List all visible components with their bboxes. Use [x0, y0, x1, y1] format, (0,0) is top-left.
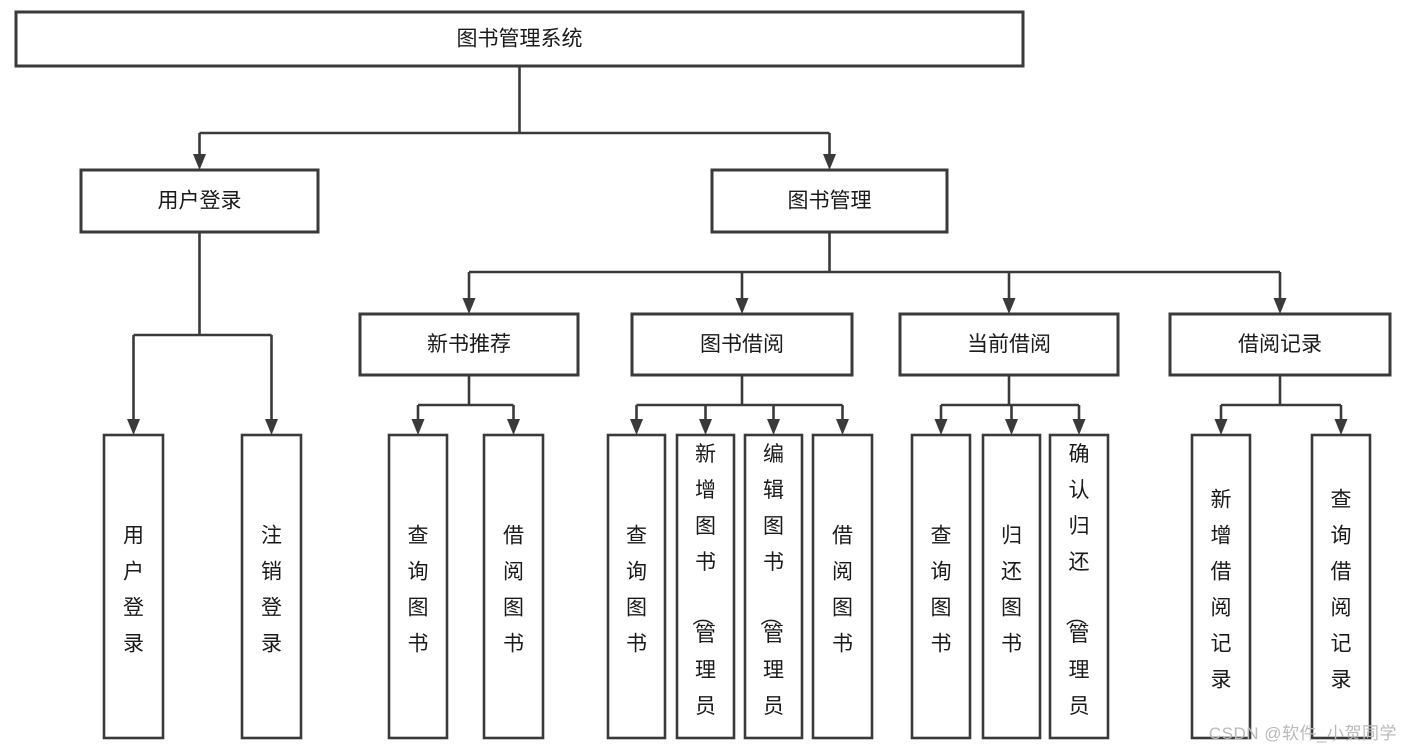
- node-label: 用户登录: [123, 525, 144, 656]
- arrow-head-icon: [1072, 419, 1086, 435]
- node-box[interactable]: [606, 433, 667, 740]
- node-label: 图书借阅: [700, 333, 784, 356]
- node-box[interactable]: [1310, 433, 1372, 740]
- arrow-head-icon: [1005, 419, 1018, 435]
- arrow-head-icon: [411, 419, 425, 435]
- node-label: 图书管理系统: [457, 28, 583, 51]
- node-label: 新增图书（管理员）: [690, 443, 716, 747]
- arrow-head-icon: [1334, 419, 1348, 435]
- node-new-book-rec[interactable]: 新书推荐: [358, 312, 580, 377]
- node-current-borrow[interactable]: 当前借阅: [898, 312, 1120, 377]
- node-leaf-add-record[interactable]: 新增借阅记录: [1190, 433, 1252, 740]
- node-leaf-user-login[interactable]: 用户登录: [102, 433, 165, 740]
- node-box[interactable]: [898, 312, 1120, 377]
- arrow-head-icon: [462, 298, 476, 314]
- node-box[interactable]: [1048, 433, 1110, 740]
- node-label: 借阅图书: [503, 525, 524, 656]
- node-box[interactable]: [910, 433, 972, 740]
- node-leaf-query-book-cur[interactable]: 查询图书: [910, 433, 972, 740]
- node-box[interactable]: [630, 312, 854, 377]
- node-box[interactable]: [482, 433, 545, 740]
- node-leaf-confirm-return[interactable]: 确认归还（管理员）: [1048, 433, 1110, 747]
- node-box[interactable]: [1168, 312, 1392, 377]
- arrow-head-icon: [735, 298, 749, 314]
- arrow-head-icon: [767, 419, 780, 435]
- arrow-head-icon: [1002, 298, 1016, 314]
- node-leaf-edit-book[interactable]: 编辑图书（管理员）: [743, 433, 804, 747]
- node-box[interactable]: [675, 433, 736, 740]
- node-box[interactable]: [1190, 433, 1252, 740]
- node-leaf-query-book-borrow[interactable]: 查询图书: [606, 433, 667, 740]
- node-leaf-logout[interactable]: 注销登录: [240, 433, 303, 740]
- node-label: 查询图书: [408, 525, 429, 656]
- arrow-head-icon: [1273, 298, 1287, 314]
- node-label: 当前借阅: [967, 333, 1051, 356]
- node-layer: 图书管理系统用户登录图书管理新书推荐图书借阅当前借阅借阅记录用户登录注销登录查询…: [14, 10, 1392, 747]
- arrow-head-icon: [630, 419, 643, 435]
- node-leaf-add-book[interactable]: 新增图书（管理员）: [675, 433, 736, 747]
- node-box[interactable]: [811, 433, 874, 740]
- node-box[interactable]: [358, 312, 580, 377]
- node-leaf-borrow-book[interactable]: 借阅图书: [811, 433, 874, 740]
- node-box[interactable]: [981, 433, 1042, 740]
- node-box[interactable]: [710, 168, 949, 234]
- connector-layer: [127, 66, 1348, 435]
- node-label: 编辑图书（管理员）: [758, 443, 784, 747]
- node-box[interactable]: [240, 433, 303, 740]
- node-leaf-query-record[interactable]: 查询借阅记录: [1310, 433, 1372, 740]
- node-root-book-management-system[interactable]: 图书管理系统: [14, 10, 1025, 68]
- node-label: 图书管理: [788, 190, 872, 213]
- arrow-head-icon: [699, 419, 712, 435]
- node-box[interactable]: [743, 433, 804, 740]
- node-label: 查询借阅记录: [1331, 489, 1352, 692]
- node-leaf-return-book[interactable]: 归还图书: [981, 433, 1042, 740]
- arrow-head-icon: [823, 154, 836, 170]
- node-label: 查询图书: [931, 525, 952, 656]
- node-label: 新书推荐: [427, 333, 511, 356]
- node-leaf-borrow-book-rec[interactable]: 借阅图书: [482, 433, 545, 740]
- node-book-manage[interactable]: 图书管理: [710, 168, 949, 234]
- node-label: 注销登录: [261, 525, 282, 656]
- node-box[interactable]: [14, 10, 1025, 68]
- arrow-head-icon: [934, 419, 948, 435]
- arrow-head-icon: [836, 419, 849, 435]
- node-label: 借阅图书: [832, 525, 853, 656]
- node-leaf-query-book-rec[interactable]: 查询图书: [387, 433, 449, 740]
- arrow-head-icon: [127, 419, 140, 435]
- node-box[interactable]: [102, 433, 165, 740]
- arrow-head-icon: [507, 419, 520, 435]
- node-label: 归还图书: [1001, 525, 1022, 656]
- node-borrow-record[interactable]: 借阅记录: [1168, 312, 1392, 377]
- arrow-head-icon: [1214, 419, 1228, 435]
- node-box[interactable]: [387, 433, 449, 740]
- node-label: 查询图书: [626, 525, 647, 656]
- node-label: 用户登录: [158, 190, 242, 213]
- node-user-login[interactable]: 用户登录: [79, 168, 320, 234]
- node-box[interactable]: [79, 168, 320, 234]
- node-label: 借阅记录: [1238, 333, 1322, 356]
- node-book-borrow[interactable]: 图书借阅: [630, 312, 854, 377]
- arrow-head-icon: [193, 154, 206, 170]
- node-label: 确认归还（管理员）: [1064, 443, 1090, 747]
- node-label: 新增借阅记录: [1211, 489, 1232, 692]
- arrow-head-icon: [265, 419, 278, 435]
